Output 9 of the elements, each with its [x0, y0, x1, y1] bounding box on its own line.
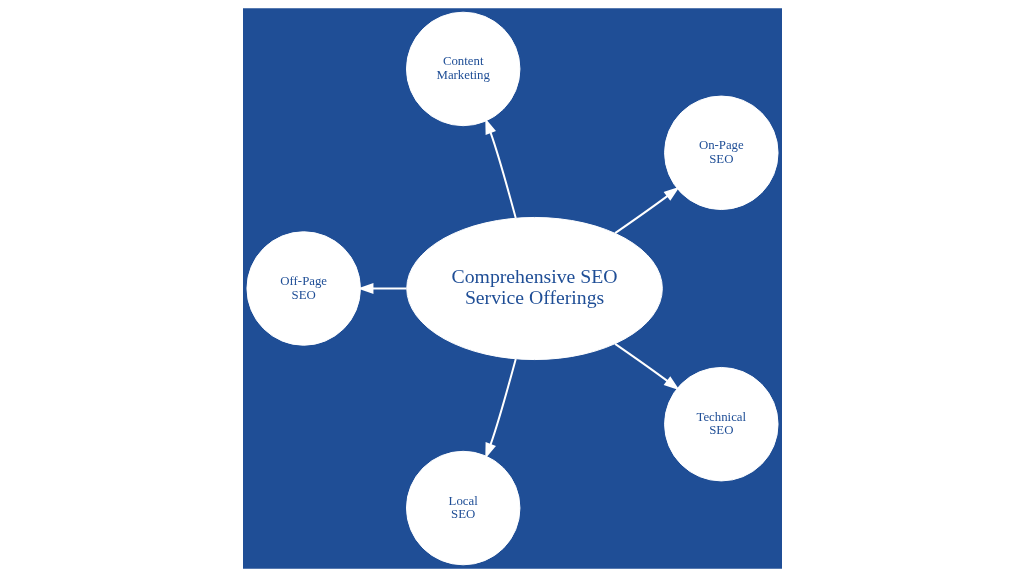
arrow: [357, 282, 408, 295]
arrow: [484, 118, 517, 220]
arrow: [613, 186, 680, 235]
arrow: [484, 357, 517, 459]
node-circle: Local SEO: [405, 450, 520, 566]
arrow: [613, 342, 680, 391]
node-circle: Off-Page SEO: [245, 231, 361, 346]
node-circle: Content Marketing: [405, 11, 520, 127]
node-ellipse: Comprehensive SEO Service Offerings: [405, 216, 663, 361]
